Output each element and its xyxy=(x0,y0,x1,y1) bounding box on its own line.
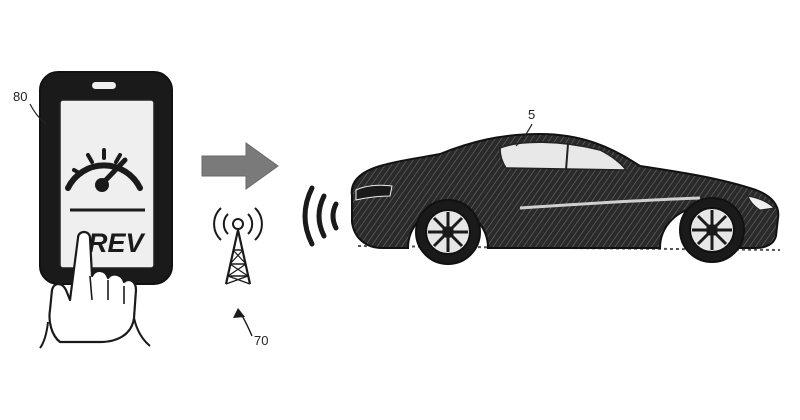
speedometer-icon xyxy=(65,148,143,192)
ref-label-tower: 70 xyxy=(254,333,268,348)
smartphone: REV 80 xyxy=(13,71,173,285)
transmission-arrow xyxy=(201,142,279,190)
leader-line-car xyxy=(515,123,533,147)
rev-button-label[interactable]: REV xyxy=(88,228,146,258)
ref-pointer-tower xyxy=(233,308,253,337)
cell-tower-icon xyxy=(213,207,263,285)
phone-speaker xyxy=(92,82,116,89)
ref-label-phone: 80 xyxy=(13,89,27,104)
leader-line-phone xyxy=(29,103,47,125)
car: 5 xyxy=(350,107,781,265)
car-rear-wheel xyxy=(415,199,481,265)
ref-label-car: 5 xyxy=(528,107,535,122)
car-window xyxy=(499,141,628,171)
signal-waves-icon xyxy=(302,185,339,247)
hand-icon xyxy=(39,230,151,349)
car-front-wheel xyxy=(679,197,745,263)
